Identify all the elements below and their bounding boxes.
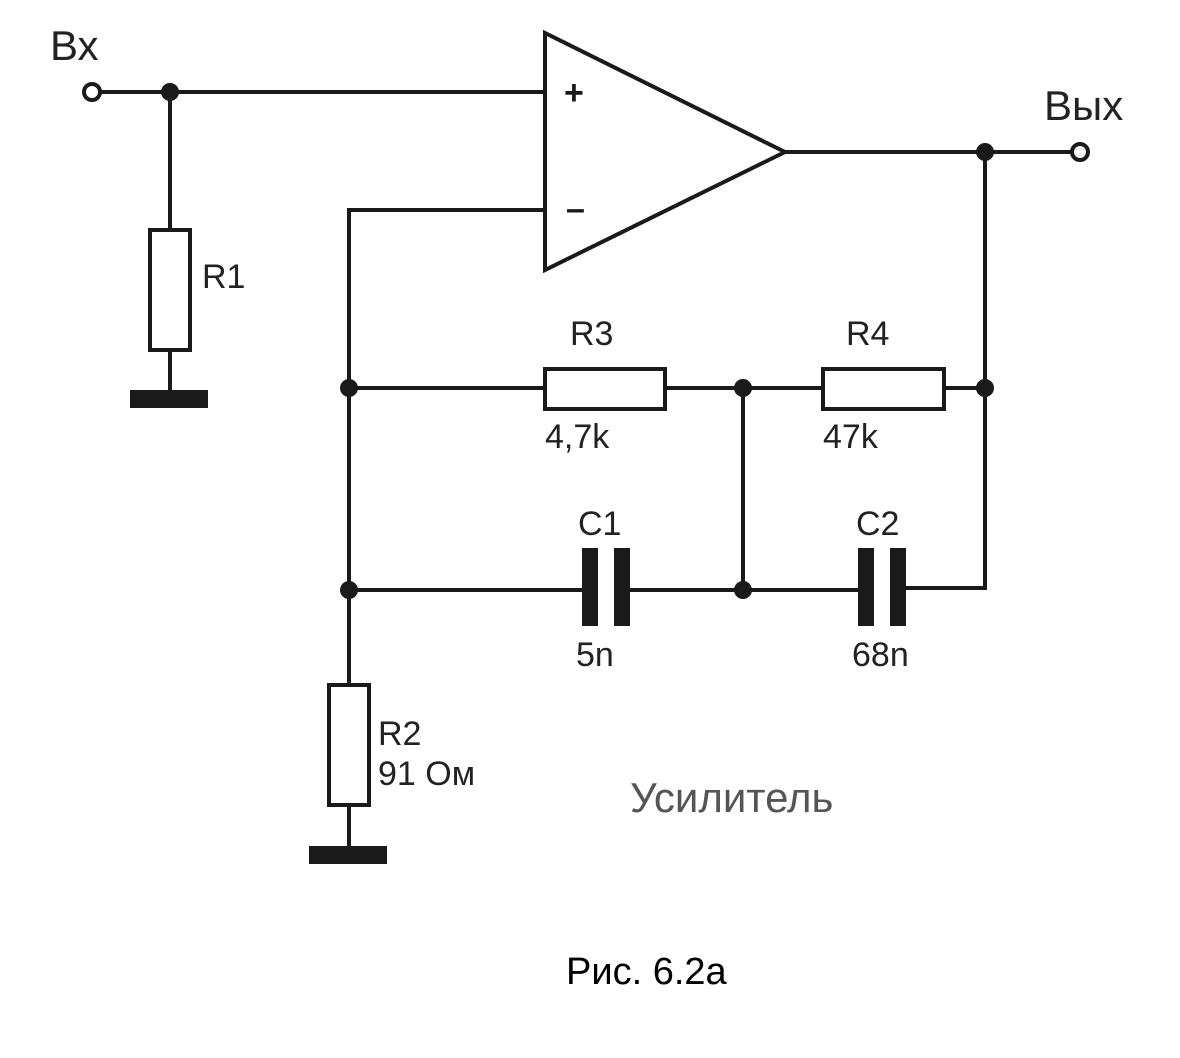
op-amp-minus-label: – [566, 190, 585, 228]
capacitor-c1-plate-left [582, 548, 598, 626]
r3-name-label: R3 [570, 315, 613, 353]
junction-c-row-mid [734, 581, 752, 599]
output-terminal [1070, 142, 1090, 162]
c2-name-label: C2 [856, 505, 899, 543]
junction-r-row-mid [734, 379, 752, 397]
r1-label: R1 [202, 258, 245, 296]
junction-input [161, 83, 179, 101]
figure-caption: Рис. 6.2а [566, 951, 728, 993]
op-amp-plus-label: + [564, 74, 584, 112]
capacitor-c2-plate-left [858, 548, 874, 626]
junction-r-row-right [976, 379, 994, 397]
r2-value-label: 91 Ом [378, 755, 475, 793]
input-terminal [82, 82, 102, 102]
schematic-title: Усилитель [630, 774, 833, 821]
r4-value-label: 47k [823, 418, 879, 456]
resistor-r2 [327, 683, 371, 807]
junction-output [976, 143, 994, 161]
junction-c-row-left [340, 581, 358, 599]
c1-name-label: C1 [578, 505, 621, 543]
r2-name-label: R2 [378, 715, 421, 753]
r3-value-label: 4,7k [545, 418, 610, 456]
capacitor-c1-plate-right [614, 548, 630, 626]
wires [98, 90, 1074, 850]
capacitor-c1 [582, 548, 630, 626]
junction-r-row-left [340, 379, 358, 397]
ground-r1 [130, 390, 208, 408]
junctions [161, 83, 994, 599]
resistor-r1 [148, 228, 192, 352]
output-label: Вых [1044, 82, 1123, 129]
ground-r2 [309, 846, 387, 864]
capacitor-c2 [858, 548, 906, 626]
resistor-r4 [821, 367, 946, 411]
op-amp-triangle [543, 29, 790, 274]
capacitor-c2-plate-right [890, 548, 906, 626]
input-label: Вх [50, 22, 99, 69]
c1-value-label: 5n [576, 636, 614, 674]
r4-name-label: R4 [846, 315, 889, 353]
resistor-r3 [543, 367, 667, 411]
c2-value-label: 68n [852, 636, 909, 674]
